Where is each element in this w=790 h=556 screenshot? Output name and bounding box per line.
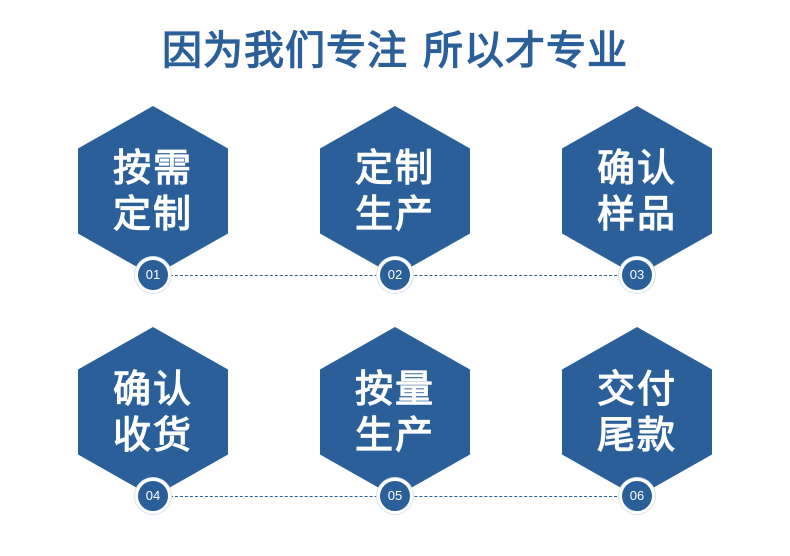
- step-card-1: 按需 定制: [78, 106, 228, 276]
- step-number-badge: 03: [619, 257, 655, 293]
- step-label-line2: 生产: [354, 192, 435, 236]
- step-label-line1: 确认: [596, 146, 677, 190]
- step-label-line1: 确认: [112, 367, 193, 411]
- step-number-badge: 05: [377, 478, 413, 514]
- step-card-2: 定制 生产: [320, 106, 470, 276]
- hexagon-shape: [320, 106, 470, 276]
- step-card-4: 确认 收货: [78, 327, 228, 497]
- step-number-badge: 06: [619, 478, 655, 514]
- step-label-line1: 定制: [354, 146, 435, 190]
- step-card-5: 按量 生产: [320, 327, 470, 497]
- hexagon-shape: [562, 106, 712, 276]
- step-label-line2: 样品: [596, 192, 677, 236]
- hexagon-shape: [320, 327, 470, 497]
- page-title: 因为我们专注 所以才专业: [162, 28, 628, 74]
- step-label-line2: 收货: [112, 413, 193, 457]
- step-label-line1: 按需: [112, 146, 193, 190]
- hexagon-shape: [78, 327, 228, 497]
- step-card-3: 确认 样品: [562, 106, 712, 276]
- step-card-6: 交付 尾款: [562, 327, 712, 497]
- hexagon-shape: [562, 327, 712, 497]
- step-label-line1: 按量: [354, 367, 435, 411]
- step-label-line2: 生产: [354, 413, 435, 457]
- step-label-line2: 尾款: [596, 413, 677, 457]
- step-label-line1: 交付: [596, 367, 677, 411]
- hexagon-shape: [78, 106, 228, 276]
- step-number-badge: 01: [135, 257, 171, 293]
- step-label-line2: 定制: [112, 192, 193, 236]
- step-number-badge: 04: [135, 478, 171, 514]
- step-number-badge: 02: [377, 257, 413, 293]
